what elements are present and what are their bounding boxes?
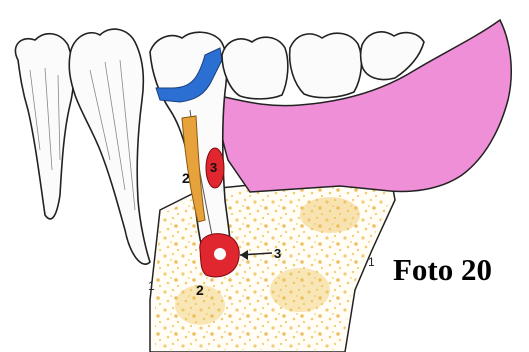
figure-caption: Foto 20: [393, 252, 492, 288]
crown-right-2: [290, 33, 362, 97]
label-2-root: 2: [182, 170, 190, 186]
tooth-left-1: [15, 34, 73, 219]
label-2-apex: 2: [196, 282, 204, 298]
crown-right-1: [222, 37, 288, 99]
apical-lesion-core: [214, 248, 226, 260]
label-3-arrow: 3: [274, 246, 281, 261]
label-1-right: 1: [368, 255, 375, 269]
bone-cluster: [270, 268, 330, 312]
label-3-canal: 3: [210, 160, 217, 175]
tooth-left-2: [69, 29, 150, 264]
bone-cluster: [300, 197, 360, 233]
label-1-left: 1: [148, 279, 155, 293]
